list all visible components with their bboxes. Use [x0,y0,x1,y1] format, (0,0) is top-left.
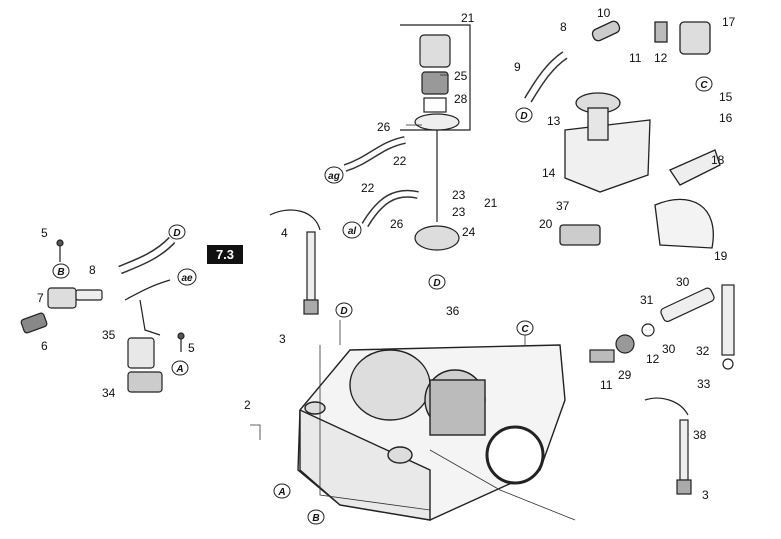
connector-tag: C [700,80,708,91]
part-label: 11 [629,51,642,65]
water-tank [524,20,721,249]
connector-tag: D [433,278,440,289]
part-label: 23 [452,205,466,219]
part-label: 37 [556,199,570,213]
part-label: 3 [279,332,286,346]
part-label: 18 [711,153,725,167]
connector-tags [52,76,713,525]
part-label: 30 [662,342,676,356]
part-label: 14 [542,166,556,180]
part-label: 4 [281,226,288,240]
connector-tag: D [520,111,527,122]
part-label: 9 [514,60,521,74]
lances [269,209,692,495]
main-housing [297,344,566,521]
part-label: 11 [600,378,613,392]
part-label: 26 [390,217,404,231]
part-label: 6 [41,339,48,353]
part-label: 34 [102,386,116,400]
left-hose-assembly [20,236,185,393]
part-number-labels: 2 3 3 4 5 5 6 7 8 8 9 10 11 11 12 12 13 … [37,6,736,502]
part-label: 8 [560,20,567,34]
part-label: 26 [377,120,391,134]
part-label: 36 [446,304,460,318]
part-label: 35 [102,328,116,342]
part-label: 24 [462,225,476,239]
part-label: 19 [714,249,728,263]
part-label: 5 [188,341,195,355]
connector-tag: A [175,364,183,375]
part-label: 2 [244,398,251,412]
part-label: 38 [693,428,707,442]
part-label: 13 [547,114,561,128]
part-label: 16 [719,111,733,125]
section-badge-label: 7.3 [216,247,234,262]
part-label: 20 [539,217,553,231]
part-label: 10 [597,6,611,20]
part-label: 7 [37,291,44,305]
part-label: 21 [461,11,475,25]
part-label: 32 [696,344,710,358]
connector-tag: al [348,226,357,237]
part-label: 33 [697,377,711,391]
part-label: 30 [676,275,690,289]
part-label: 3 [702,488,709,502]
connector-tag: D [340,306,347,317]
part-label: 12 [654,51,668,65]
connector-tag: C [521,324,529,335]
part-label: 15 [719,90,733,104]
right-fittings [589,284,735,370]
part-label: 23 [452,188,466,202]
connector-tag: A [277,487,285,498]
part-label: 22 [361,181,375,195]
part-label: 21 [484,196,498,210]
connector-tag: B [57,267,64,278]
leader-lines [250,74,576,521]
part-label: 25 [454,69,468,83]
section-badge: 7.3 [207,245,243,264]
part-label: 28 [454,92,468,106]
part-label: 17 [722,15,736,29]
part-label: 12 [646,352,660,366]
connector-tag: B [312,513,319,524]
connector-tag: ag [328,171,340,182]
part-label: 31 [640,293,654,307]
part-label: 29 [618,368,632,382]
part-label: 5 [41,226,48,240]
part-label: 22 [393,154,407,168]
part-label: 8 [89,263,96,277]
connector-tag-labels: A A B B C C D D D D ae ag al [57,80,708,524]
filter-assembly [343,24,471,251]
connector-tag: ae [181,273,193,284]
connector-tag: D [173,228,180,239]
